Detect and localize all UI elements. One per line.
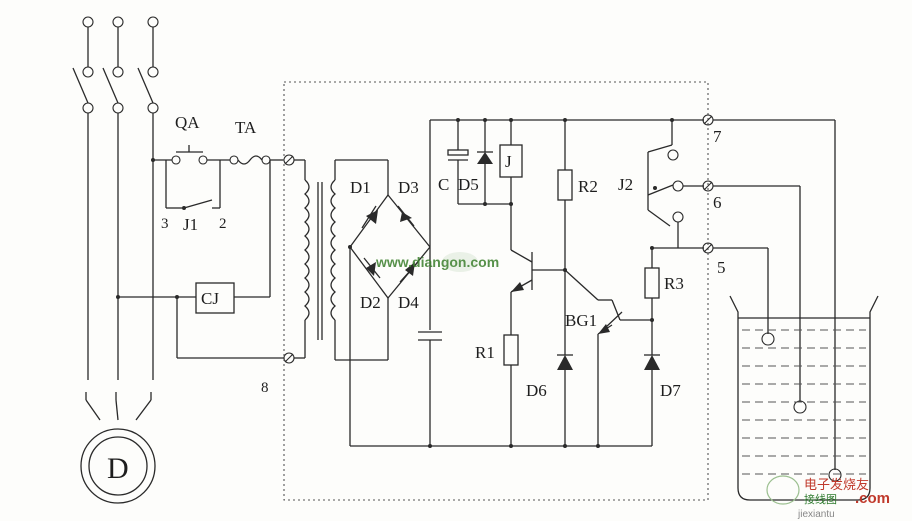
motor-d: D xyxy=(80,428,156,504)
logo-watermark: 电子发烧友 接线图 .com jiexiantu xyxy=(766,475,890,520)
label-j1-left: 3 xyxy=(161,216,169,232)
motor-label: D xyxy=(107,452,129,485)
label-bg1: BG1 xyxy=(565,311,597,330)
logo-sub: 接线图 xyxy=(804,492,837,506)
logo-pinyin: jiexiantu xyxy=(797,509,835,520)
label-d4: D4 xyxy=(398,293,419,312)
label-ta: TA xyxy=(235,118,257,137)
label-cj: CJ xyxy=(201,289,219,308)
label-d7: D7 xyxy=(660,381,681,400)
watermark-text: www.diangon.com xyxy=(375,254,499,270)
r2-d6-column: R2 D6 xyxy=(526,118,598,448)
label-r1: R1 xyxy=(475,343,495,362)
transformer xyxy=(294,159,388,361)
three-phase-supply xyxy=(72,16,159,421)
relay-section: C D5 J xyxy=(438,118,565,335)
label-terminal-6: 6 xyxy=(713,193,722,212)
label-j2: J2 xyxy=(618,175,633,194)
label-d2: D2 xyxy=(360,293,381,312)
r3-d7-column: R3 D7 xyxy=(644,246,684,446)
logo-site: .com xyxy=(855,490,890,507)
label-terminal-7: 7 xyxy=(713,127,722,146)
label-qa: QA xyxy=(175,113,200,132)
bridge-rectifier: D1 D3 D2 D4 xyxy=(348,120,431,446)
label-j1-right: 2 xyxy=(219,216,227,232)
resistor-r1: R1 xyxy=(475,334,519,448)
label-r2: R2 xyxy=(578,177,598,196)
label-c: C xyxy=(438,175,449,194)
center-watermark: www.diangon.com xyxy=(375,252,499,272)
water-tank xyxy=(713,119,879,501)
label-j: J xyxy=(505,152,512,171)
transistor-bg1: BG1 xyxy=(564,269,652,448)
label-r3: R3 xyxy=(664,274,684,293)
relay-j2: J2 7 6 5 xyxy=(618,114,726,277)
label-d1: D1 xyxy=(350,178,371,197)
label-d6: D6 xyxy=(526,381,547,400)
label-d3: D3 xyxy=(398,178,419,197)
label-terminal-5: 5 xyxy=(717,258,726,277)
control-circuit: QA TA 3 J1 2 CJ 8 xyxy=(118,113,295,396)
logo-cn: 电子发烧友 xyxy=(804,477,869,493)
label-terminal-8: 8 xyxy=(261,380,269,396)
label-j1: J1 xyxy=(183,215,198,234)
label-d5: D5 xyxy=(458,175,479,194)
controller-box xyxy=(283,81,709,501)
